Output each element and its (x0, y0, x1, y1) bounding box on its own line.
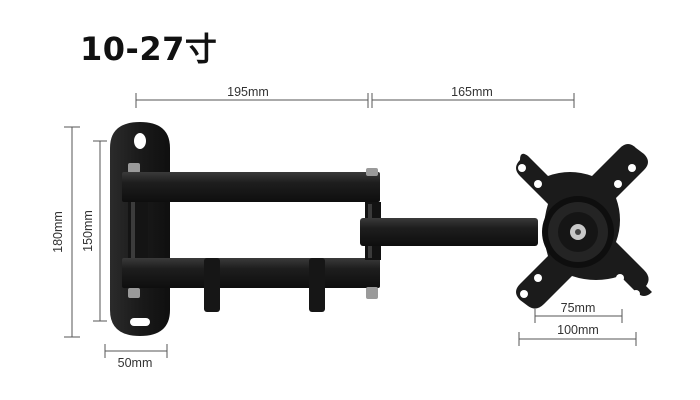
dim-label-180: 180mm (51, 211, 65, 253)
wall-plate (110, 122, 170, 336)
vesa-plate (516, 144, 652, 309)
product-size-title: 10-27寸 (80, 30, 218, 68)
dim-label-75: 75mm (561, 301, 596, 315)
plate-hole-top (134, 133, 146, 149)
dim-label-100: 100mm (557, 323, 599, 337)
front-arm (360, 218, 538, 246)
dim-label-165: 165mm (451, 85, 493, 99)
dim-label-150: 150mm (81, 210, 95, 252)
dim-label-50: 50mm (118, 356, 153, 370)
dim-label-195: 195mm (227, 85, 269, 99)
dimension-lines (64, 93, 637, 358)
plate-slot-bottom (130, 318, 150, 326)
rear-arms (122, 168, 381, 312)
